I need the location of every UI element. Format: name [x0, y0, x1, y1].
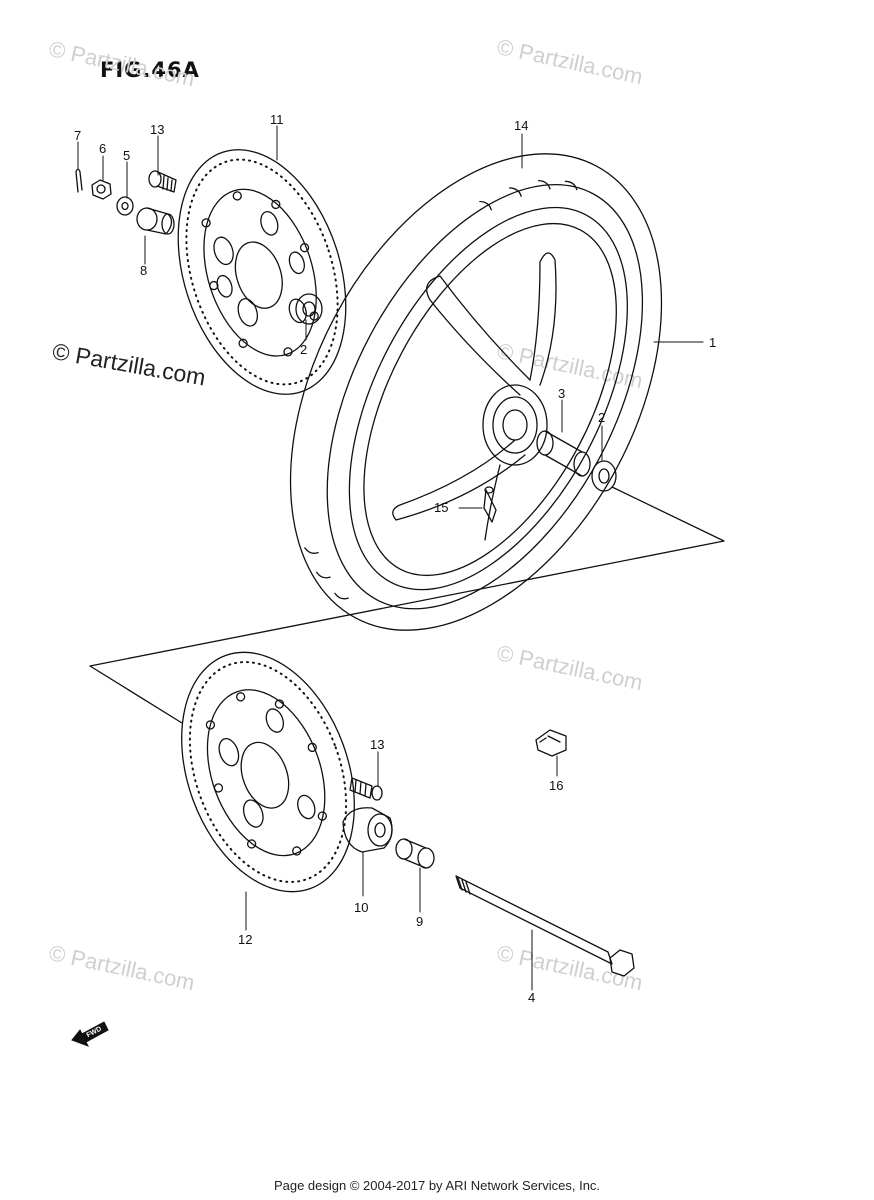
disc-bolt-lower[interactable] [349, 777, 383, 801]
wheel-clip[interactable] [535, 729, 567, 757]
front-axle[interactable] [455, 875, 635, 977]
spacer[interactable] [536, 430, 591, 477]
callout-4: 4 [528, 990, 535, 1005]
callout-16: 16 [549, 778, 563, 793]
callout-2-right: 2 [598, 410, 605, 425]
cotter-pin[interactable] [75, 168, 83, 193]
washer[interactable] [116, 196, 134, 216]
wheel-hub[interactable] [482, 384, 548, 466]
bearing-right[interactable] [591, 460, 617, 492]
callout-3: 3 [558, 386, 565, 401]
callout-7: 7 [74, 128, 81, 143]
axle-collar[interactable] [342, 807, 393, 853]
leader-lines [77, 125, 704, 991]
page-footer: Page design © 2004-2017 by ARI Network S… [273, 1178, 601, 1193]
callout-14: 14 [514, 118, 528, 133]
callout-9: 9 [416, 914, 423, 929]
callout-1: 1 [709, 335, 716, 350]
disc-bolt-upper[interactable] [148, 170, 177, 193]
wheel-spokes [392, 252, 557, 541]
tire-valve[interactable] [483, 486, 497, 523]
callout-8: 8 [140, 263, 147, 278]
callout-13-upper: 13 [150, 122, 164, 137]
bearing-upper[interactable] [295, 293, 323, 325]
forward-arrow-icon: FWD [71, 1021, 109, 1047]
exploded-axis-lines [89, 486, 725, 724]
brake-disc-lower[interactable] [150, 628, 385, 916]
callout-12: 12 [238, 932, 252, 947]
collar-bolt[interactable] [136, 207, 175, 235]
callout-10: 10 [354, 900, 368, 915]
castle-nut[interactable] [91, 179, 112, 200]
callout-5: 5 [123, 148, 130, 163]
callout-6: 6 [99, 141, 106, 156]
brake-disc-upper[interactable] [149, 128, 375, 416]
wheel-tire[interactable] [215, 91, 738, 693]
axle-spacer[interactable] [395, 838, 435, 869]
callout-15: 15 [434, 500, 448, 515]
callout-2-upper: 2 [300, 342, 307, 357]
callout-13-lower: 13 [370, 737, 384, 752]
callout-11: 11 [270, 112, 284, 127]
figure-title: FIG.46A [100, 58, 200, 82]
